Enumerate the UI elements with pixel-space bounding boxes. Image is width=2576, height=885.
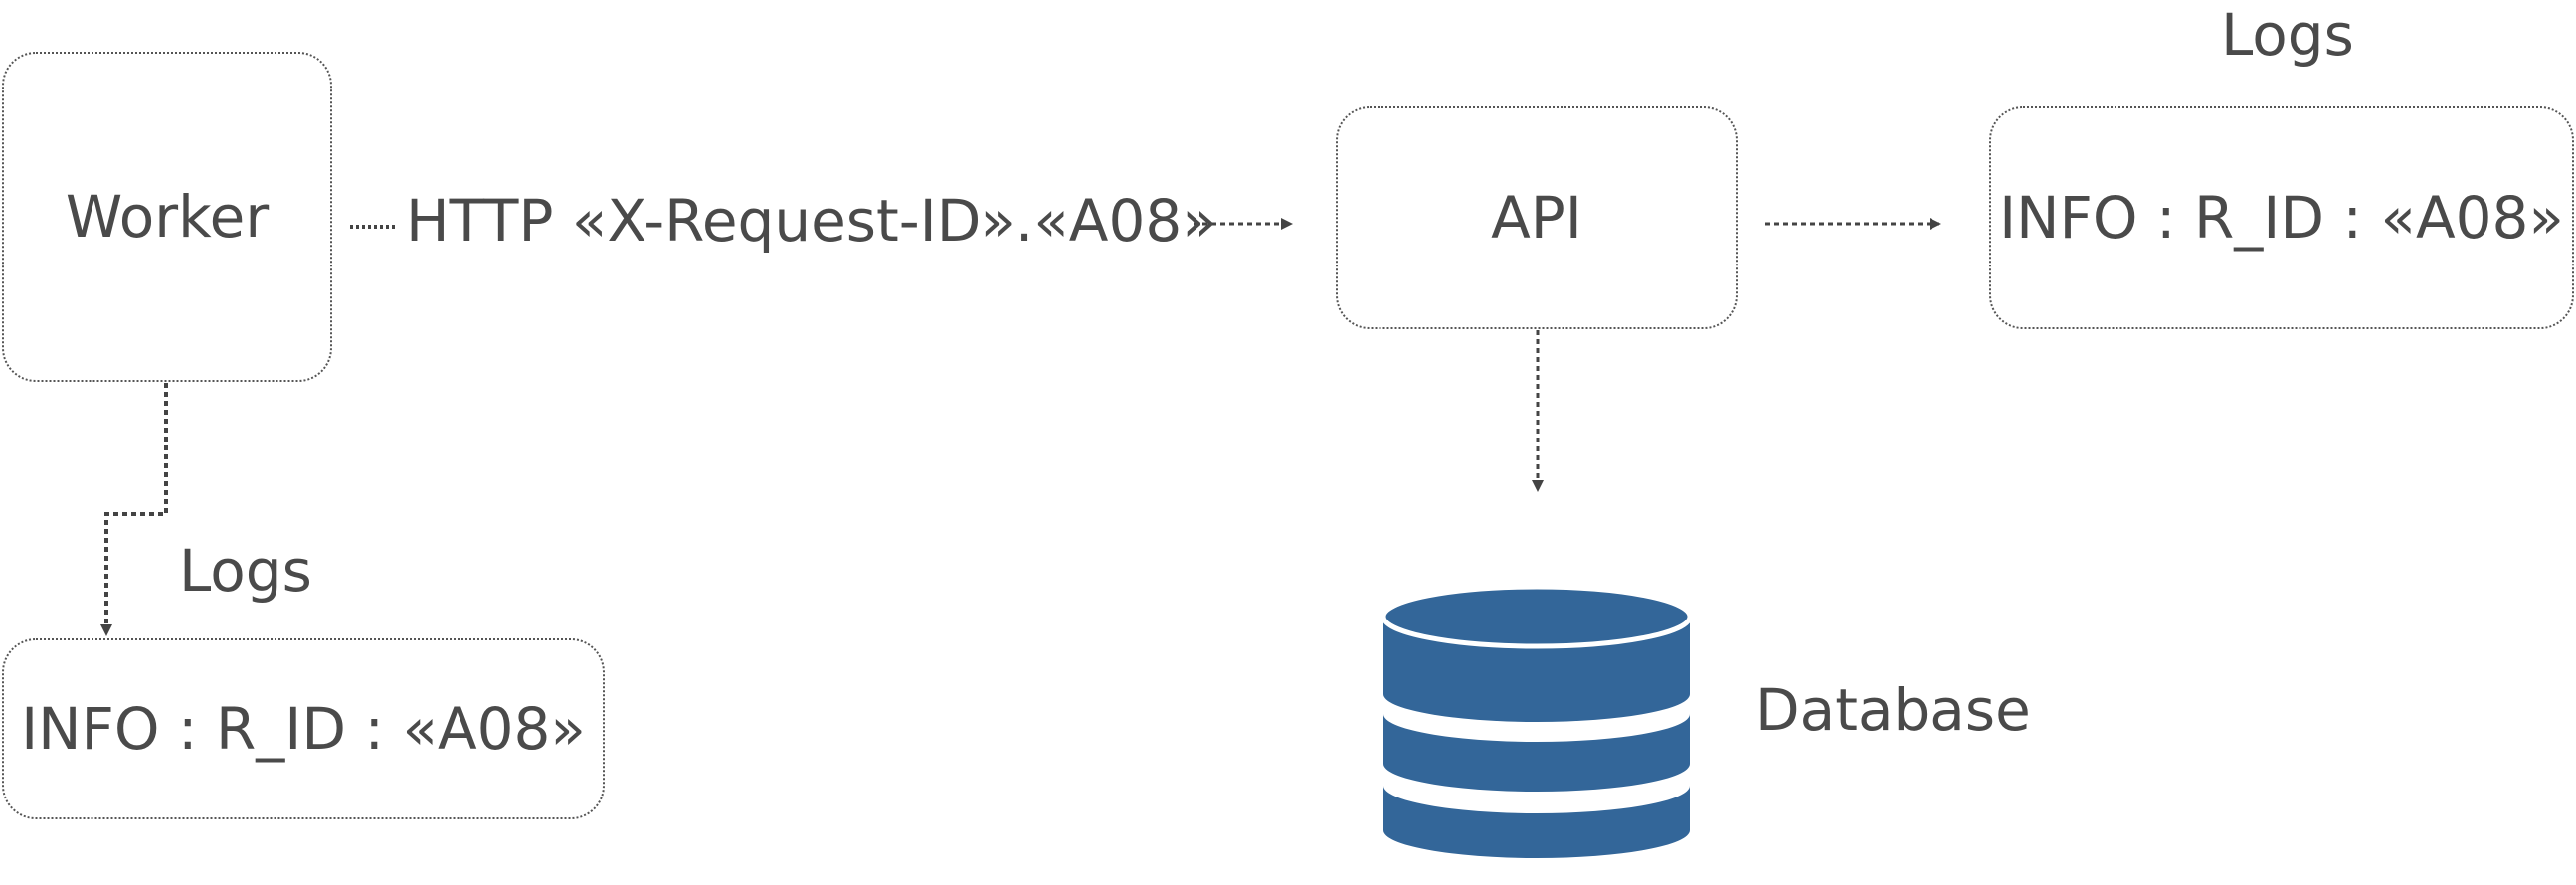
database-icon <box>1380 584 1693 858</box>
worker-node: Worker <box>2 52 332 382</box>
database-label: Database <box>1755 676 2031 744</box>
edge-worker-to-logs <box>100 383 168 636</box>
api-node: API <box>1336 106 1738 329</box>
edge-label-http: HTTP «X-Request-ID».«A08» <box>406 187 1217 255</box>
api-log-entry: INFO : R_ID : «A08» <box>1999 184 2564 252</box>
worker-log-entry: INFO : R_ID : «A08» <box>21 695 586 763</box>
api-label: API <box>1491 184 1582 252</box>
api-logs-box: INFO : R_ID : «A08» <box>1989 106 2574 329</box>
worker-label: Worker <box>65 183 270 251</box>
api-logs-title: Logs <box>2221 1 2354 69</box>
worker-logs-box: INFO : R_ID : «A08» <box>2 638 605 819</box>
worker-logs-title: Logs <box>179 537 312 605</box>
